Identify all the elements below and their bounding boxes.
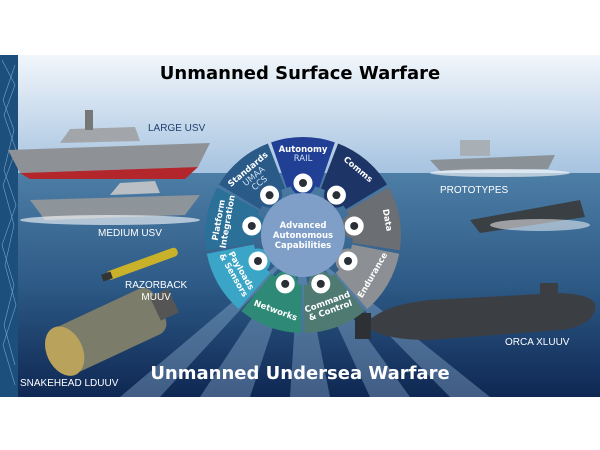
antenna-icon-glyph xyxy=(316,279,325,288)
medium-usv-label: MEDIUM USV xyxy=(98,228,162,239)
prototypes-image xyxy=(430,140,590,233)
infographic: Unmanned Surface Warfare Unmanned Unders… xyxy=(0,55,600,397)
snakehead-label: SNAKEHEAD LDUUV xyxy=(20,378,119,389)
snakehead-image xyxy=(45,288,179,376)
robot-icon-glyph xyxy=(299,179,307,187)
large-usv-label: LARGE USV xyxy=(148,123,206,134)
document-icon-glyph xyxy=(265,191,274,200)
radio-tower-icon-glyph xyxy=(332,191,341,200)
network-icon-glyph xyxy=(281,279,290,288)
orca-image xyxy=(355,283,596,340)
gear-icon-glyph xyxy=(247,221,256,230)
large-usv-image xyxy=(8,110,210,179)
segment-label: Data xyxy=(380,208,394,232)
undersea-warfare-title: Unmanned Undersea Warfare xyxy=(150,363,450,384)
battery-icon-glyph xyxy=(344,257,353,265)
network-strip xyxy=(0,55,18,397)
medium-usv-image xyxy=(20,181,200,225)
razorback-image xyxy=(101,247,178,282)
wheel-center xyxy=(261,193,345,277)
razorback-label: RAZORBACK MUUV xyxy=(125,280,188,303)
surface-warfare-title: Unmanned Surface Warfare xyxy=(159,63,441,84)
prototypes-label: PROTOTYPES xyxy=(440,185,509,196)
pie-chart-icon-glyph xyxy=(350,221,359,230)
orca-label: ORCA XLUUV xyxy=(505,337,570,348)
segment-autonomy xyxy=(271,137,335,188)
sensor-icon-glyph xyxy=(253,257,262,265)
